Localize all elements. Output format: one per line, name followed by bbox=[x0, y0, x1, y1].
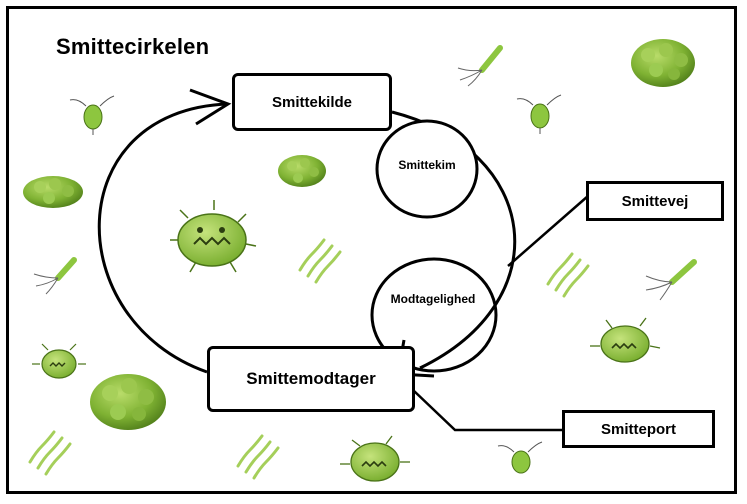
connector-smittevej bbox=[507, 195, 589, 267]
rod-bacteria-icon bbox=[457, 45, 503, 87]
bacteria-cluster-icon bbox=[631, 39, 695, 87]
virus-cell-icon bbox=[590, 317, 661, 363]
arrowhead-kilde bbox=[189, 88, 232, 126]
virus-cell-icon bbox=[32, 343, 86, 379]
node-smittevej-label: Smittevej bbox=[621, 192, 689, 210]
node-smitteport: Smitteport bbox=[562, 410, 715, 448]
node-modtagelighed-label: Modtagelighed bbox=[390, 292, 476, 306]
node-smittekilde: Smittekilde bbox=[232, 73, 392, 131]
spiral-bacteria-icon bbox=[236, 434, 280, 480]
smittekim-circle bbox=[375, 119, 479, 219]
node-smittemodtager: Smittemodtager bbox=[207, 346, 415, 412]
modtagelighed-circle bbox=[370, 257, 498, 373]
virus-cell-icon bbox=[170, 200, 257, 273]
bacteria-cluster-icon bbox=[278, 155, 326, 187]
spiral-bacteria-icon bbox=[546, 252, 590, 298]
rod-bacteria-icon bbox=[33, 257, 77, 295]
cycle-arc-left bbox=[97, 102, 229, 374]
flagellate-icon bbox=[516, 94, 562, 134]
flagellate-icon bbox=[69, 95, 115, 135]
bacteria-cluster-icon bbox=[90, 374, 166, 430]
node-smittevej: Smittevej bbox=[586, 181, 724, 221]
virus-cell-icon bbox=[340, 435, 410, 482]
spiral-bacteria-icon bbox=[28, 430, 72, 476]
bacteria-cluster-icon bbox=[23, 176, 83, 208]
rod-bacteria-icon bbox=[645, 259, 697, 301]
node-smittemodtager-label: Smittemodtager bbox=[246, 369, 376, 388]
node-smittekilde-label: Smittekilde bbox=[271, 93, 353, 111]
diagram-title: Smittecirkelen bbox=[56, 34, 210, 59]
flagellate-icon bbox=[497, 441, 543, 474]
spiral-bacteria-icon bbox=[298, 238, 342, 284]
connector-smitteport bbox=[412, 389, 563, 432]
node-smitteport-label: Smitteport bbox=[601, 420, 676, 438]
node-smittekim-label: Smittekim bbox=[398, 158, 456, 172]
